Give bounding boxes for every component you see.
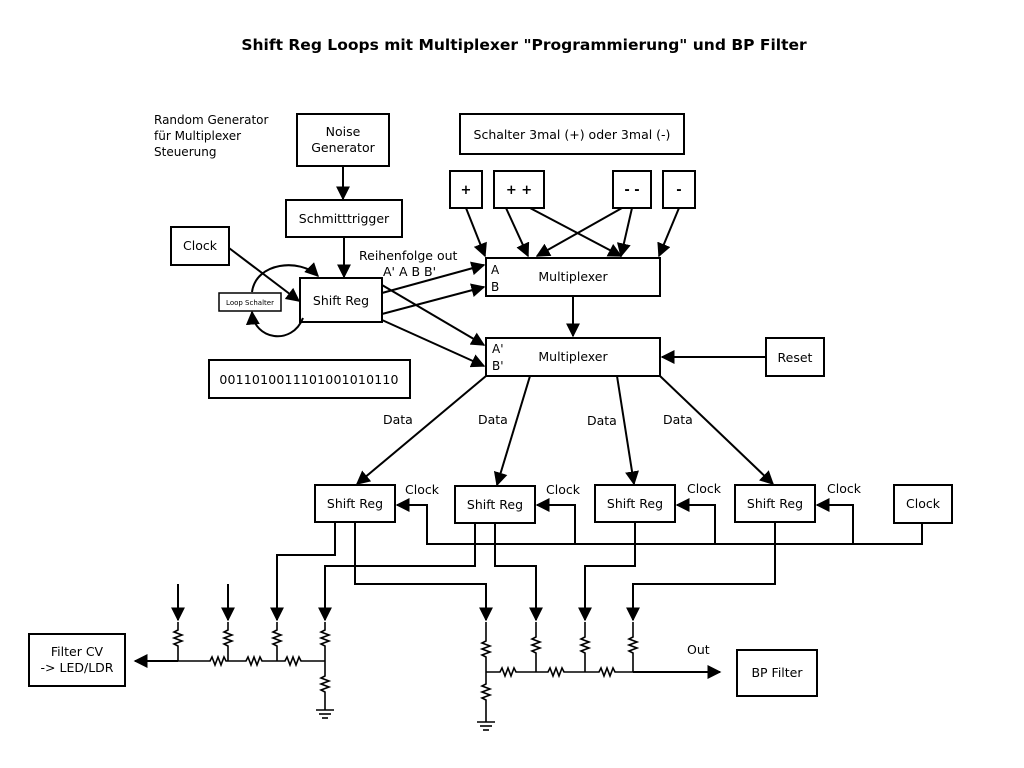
filter-cv-box bbox=[28, 633, 126, 687]
clock-label-4: Clock bbox=[827, 481, 862, 496]
bp-filter-box bbox=[736, 649, 818, 697]
noise-label-2: Generator bbox=[311, 140, 375, 155]
reihenfolge-line-2: A' A B B' bbox=[383, 264, 436, 279]
shift-reg-4-box bbox=[734, 484, 816, 523]
out-label: Out bbox=[687, 642, 710, 657]
shift-reg-1-box bbox=[314, 484, 396, 523]
bp-filter-label: BP Filter bbox=[751, 665, 803, 680]
note-line-1: Random Generator bbox=[154, 113, 269, 127]
clock-box-top bbox=[170, 226, 230, 266]
note-line-2: für Multiplexer bbox=[154, 129, 241, 143]
multiplexer-1-label: Multiplexer bbox=[538, 269, 608, 284]
switch-minus bbox=[662, 170, 696, 209]
filter-cv-line-1: Filter CV bbox=[51, 644, 104, 659]
mux1-input-b: B bbox=[491, 280, 499, 294]
switch-plus-label: + bbox=[461, 183, 472, 198]
schalter-box bbox=[459, 113, 685, 155]
mux1-input-a: A bbox=[491, 263, 500, 277]
schmitttrigger-label: Schmitttrigger bbox=[299, 211, 390, 226]
switch-plus-plus bbox=[493, 170, 545, 209]
shift-reg-2-label: Shift Reg bbox=[467, 497, 523, 512]
note-line-3: Steuerung bbox=[154, 145, 216, 159]
bit-sequence-box bbox=[208, 359, 411, 399]
clock-top-label: Clock bbox=[183, 238, 218, 253]
multiplexer-2-label: Multiplexer bbox=[538, 349, 608, 364]
shift-reg-4-label: Shift Reg bbox=[747, 496, 803, 511]
left-resistor-ladder bbox=[133, 622, 334, 719]
data-label-2: Data bbox=[478, 412, 508, 427]
clock-label-3: Clock bbox=[687, 481, 722, 496]
schalter-label: Schalter 3mal (+) oder 3mal (-) bbox=[474, 127, 671, 142]
filter-cv-line-2: -> LED/LDR bbox=[41, 660, 114, 675]
multiplexer-2-box bbox=[485, 337, 661, 377]
data-label-4: Data bbox=[663, 412, 693, 427]
noise-generator-box bbox=[296, 113, 390, 167]
data-label-3: Data bbox=[587, 413, 617, 428]
data-label-1: Data bbox=[383, 412, 413, 427]
shift-reg-2-box bbox=[454, 485, 536, 524]
switch-minus-minus-label: - - bbox=[624, 183, 639, 198]
connections bbox=[171, 166, 923, 622]
switch-minus-minus bbox=[612, 170, 652, 209]
mux2-input-a: A' bbox=[492, 342, 504, 356]
mux2-input-b: B' bbox=[492, 359, 504, 373]
shift-reg-3-box bbox=[594, 484, 676, 523]
clock-box-right bbox=[893, 484, 953, 524]
shift-reg-3-label: Shift Reg bbox=[607, 496, 663, 511]
main-shift-reg-label: Shift Reg bbox=[313, 293, 369, 308]
switch-minus-label: - bbox=[676, 183, 681, 198]
clock-label-1: Clock bbox=[405, 482, 440, 497]
switch-plus bbox=[449, 170, 483, 209]
noise-label-1: Noise bbox=[326, 124, 361, 139]
reset-label: Reset bbox=[778, 350, 813, 365]
right-resistor-ladder bbox=[477, 622, 722, 731]
loop-switch-label: Loop Schalter bbox=[226, 299, 274, 307]
shift-reg-1-label: Shift Reg bbox=[327, 496, 383, 511]
diagram-title: Shift Reg Loops mit Multiplexer "Program… bbox=[241, 36, 807, 54]
clock-right-label: Clock bbox=[906, 496, 941, 511]
reihenfolge-line-1: Reihenfolge out bbox=[359, 248, 458, 263]
switch-plus-plus-label: + + bbox=[506, 183, 532, 198]
main-shift-reg-box bbox=[299, 277, 383, 323]
bit-sequence: 001101001110100101011​0 bbox=[219, 372, 398, 387]
clock-label-2: Clock bbox=[546, 482, 581, 497]
